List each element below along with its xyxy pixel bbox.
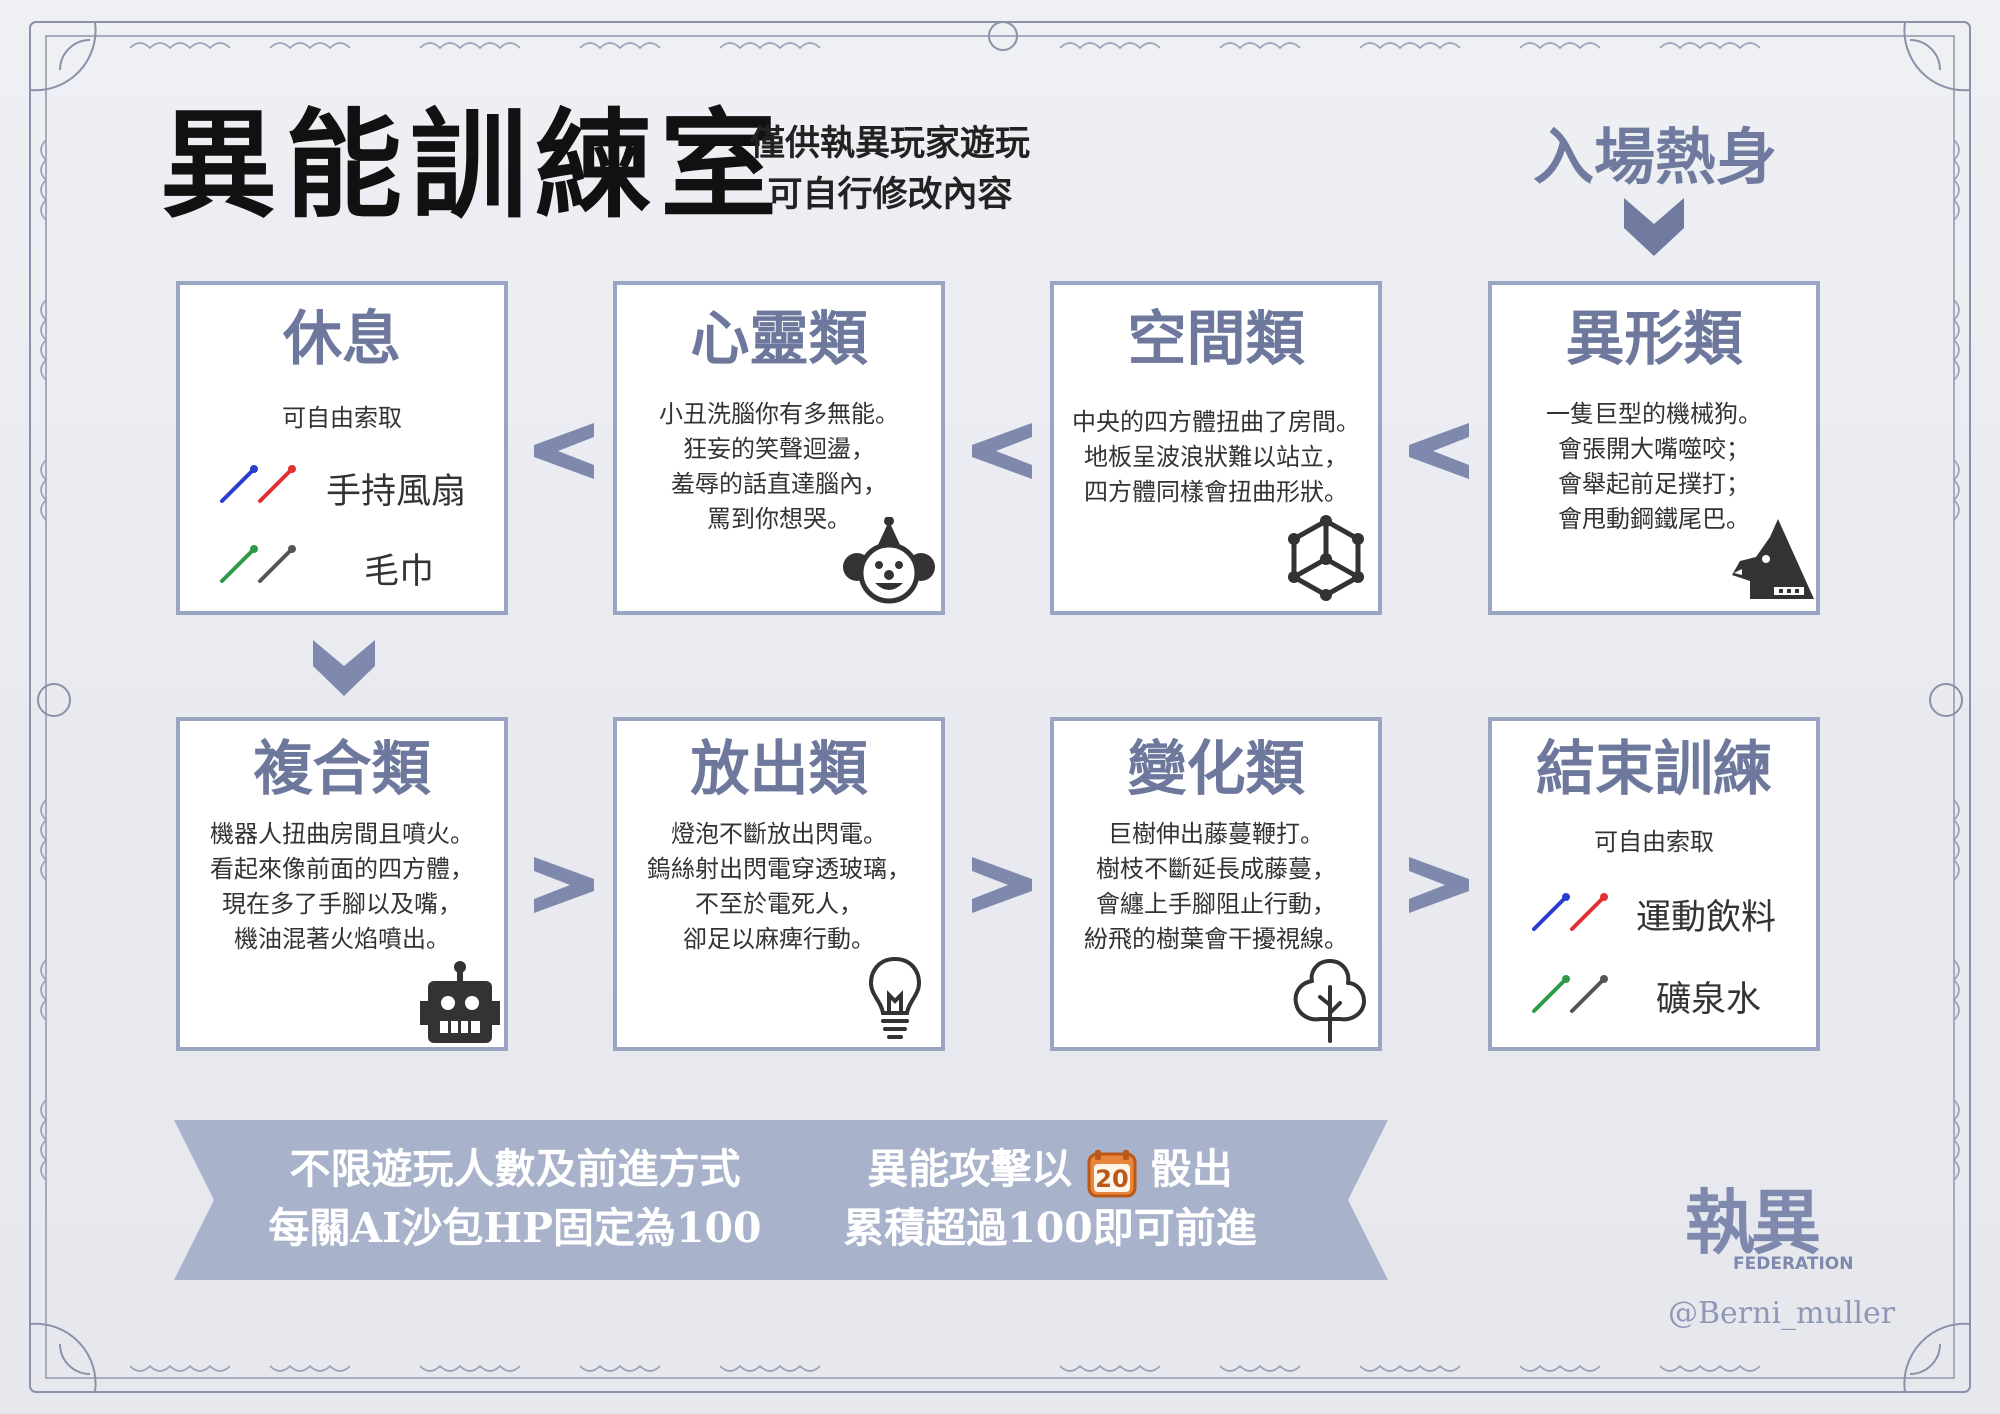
stage-description: 中央的四方體扭曲了房間。 地板呈波浪狀難以站立， 四方體同樣會扭曲形狀。: [1054, 405, 1378, 510]
stage-title: 變化類: [1127, 734, 1305, 803]
desc-line: 一隻巨型的機械狗。: [1546, 400, 1762, 428]
desc-line: 燈泡不斷放出閃電。: [671, 820, 887, 848]
chevron-left-icon: [972, 423, 1032, 479]
item-sports-drink: 運動飲料: [1636, 898, 1777, 938]
federation-logo: 執異 FEDERATION: [1685, 1188, 1853, 1274]
stage-description: 巨樹伸出藤蔓鞭打。 樹枝不斷延長成藤蔓， 會纏上手腳阻止行動， 紛飛的樹葉會干擾…: [1054, 817, 1378, 957]
desc-line: 鎢絲射出閃電穿透玻璃，: [647, 855, 911, 883]
sports-drink-sticks-icon: [1532, 893, 1608, 931]
clown-icon: [843, 517, 935, 604]
stage-description: 機器人扭曲房間且噴火。 看起來像前面的四方體， 現在多了手腳以及嘴， 機油混著火…: [180, 817, 504, 957]
lightbulb-icon: [868, 956, 922, 1039]
stage-box-end: 結束訓練 可自由索取 運動飲料 礦泉水: [1488, 717, 1820, 1051]
desc-line: 看起來像前面的四方體，: [210, 855, 474, 883]
fan-sticks-icon: [220, 465, 296, 503]
chevron-right-icon: [972, 857, 1032, 913]
desc-line: 樹枝不斷延長成藤蔓，: [1096, 855, 1336, 883]
desc-line: 巨樹伸出藤蔓鞭打。: [1108, 820, 1324, 848]
item-towel: 毛巾: [364, 552, 435, 592]
stage-title: 結束訓練: [1535, 734, 1772, 803]
desc-line: 會纏上手腳阻止行動，: [1096, 890, 1336, 918]
desc-line: 會舉起前足撲打；: [1558, 470, 1750, 498]
stage-title: 放出類: [690, 734, 868, 803]
desc-line: 卻足以麻痺行動。: [683, 925, 875, 953]
desc-line: 地板呈波浪狀難以站立，: [1084, 443, 1348, 471]
stage-title: 複合類: [253, 734, 431, 803]
stage-description: 燈泡不斷放出閃電。 鎢絲射出閃電穿透玻璃， 不至於電死人， 卻足以麻痺行動。: [617, 817, 941, 957]
stage-description: 小丑洗腦你有多無能。 狂妄的笑聲迴盪， 羞辱的話直達腦內， 罵到你想哭。: [617, 397, 941, 537]
subtitle: 僅供執異玩家遊玩 可自行修改內容: [740, 118, 1040, 220]
desc-line: 中央的四方體扭曲了房間。: [1072, 408, 1360, 436]
stage-title: 休息: [282, 304, 401, 373]
robot-dog-icon: [1732, 519, 1814, 599]
stage-title: 心靈類: [690, 304, 868, 373]
item-mineral-water: 礦泉水: [1656, 980, 1762, 1020]
subtitle-line-2: 可自行修改內容: [767, 174, 1013, 215]
desc-line: 狂妄的笑聲迴盪，: [683, 435, 875, 463]
towel-sticks-icon: [220, 545, 296, 583]
desc-line: 機油混著火焰噴出。: [234, 925, 450, 953]
chevron-right-icon: [534, 857, 594, 913]
rules-line: 累積超過100即可前進: [843, 1204, 1257, 1252]
d20-die-icon: 20: [1087, 1149, 1136, 1197]
chevron-left-icon: [1409, 423, 1469, 479]
author-handle: @Berni_muller: [1668, 1296, 1896, 1331]
chevron-down-icon: [1624, 198, 1684, 256]
subtitle-line-1: 僅供執異玩家遊玩: [749, 123, 1030, 164]
page-title: 異能訓練室: [160, 96, 786, 234]
warmup-label: 入場熱身: [1532, 122, 1777, 193]
stage-box-composite: 複合類 機器人扭曲房間且噴火。 看起來像前面的四方體， 現在多了手腳以及嘴， 機…: [176, 717, 508, 1051]
desc-line: 不至於電死人，: [695, 890, 863, 918]
stage-note: 可自由索取: [1594, 828, 1714, 856]
desc-line: 會張開大嘴噬咬；: [1558, 435, 1750, 463]
stage-description: 一隻巨型的機械狗。 會張開大嘴噬咬； 會舉起前足撲打； 會甩動鋼鐵尾巴。: [1492, 397, 1816, 537]
die-value: 20: [1095, 1165, 1128, 1193]
rules-text: 骰出: [1150, 1145, 1233, 1193]
stage-title: 空間類: [1127, 304, 1305, 373]
cube-icon: [1288, 515, 1364, 601]
stage-box-alien: 異形類 一隻巨型的機械狗。 會張開大嘴噬咬； 會舉起前足撲打； 會甩動鋼鐵尾巴。: [1488, 281, 1820, 615]
water-sticks-icon: [1532, 975, 1608, 1013]
chevron-left-icon: [534, 423, 594, 479]
item-fan: 手持風扇: [326, 472, 467, 512]
logo-mark: 執異: [1685, 1182, 1821, 1264]
logo-wordmark: FEDERATION: [1733, 1254, 1854, 1274]
desc-line: 羞辱的話直達腦內，: [671, 470, 887, 498]
tree-icon: [1293, 959, 1366, 1043]
desc-line: 現在多了手腳以及嘴，: [222, 890, 462, 918]
rules-line: 異能攻擊以 20 骰出: [830, 1140, 1270, 1199]
stage-box-mind: 心靈類 小丑洗腦你有多無能。 狂妄的笑聲迴盪， 羞辱的話直達腦內， 罵到你想哭。: [613, 281, 945, 615]
stage-box-transform: 變化類 巨樹伸出藤蔓鞭打。 樹枝不斷延長成藤蔓， 會纏上手腳阻止行動， 紛飛的樹…: [1050, 717, 1382, 1051]
stage-box-rest: 休息 可自由索取 手持風扇 毛巾: [176, 281, 508, 615]
desc-line: 小丑洗腦你有多無能。: [659, 400, 899, 428]
desc-line: 紛飛的樹葉會干擾視線。: [1084, 925, 1348, 953]
desc-line: 會甩動鋼鐵尾巴。: [1558, 505, 1750, 533]
rules-line: 不限遊玩人數及前進方式: [289, 1145, 741, 1193]
rules-banner: [174, 1120, 1388, 1280]
stage-note: 可自由索取: [282, 404, 402, 432]
rules-text: 異能攻擊以: [867, 1145, 1073, 1193]
robot-icon: [420, 961, 500, 1043]
chevron-right-icon: [1409, 857, 1469, 913]
stage-title: 異形類: [1565, 304, 1743, 373]
stage-box-emission: 放出類 燈泡不斷放出閃電。 鎢絲射出閃電穿透玻璃， 不至於電死人， 卻足以麻痺行…: [613, 717, 945, 1051]
desc-line: 四方體同樣會扭曲形狀。: [1084, 478, 1348, 506]
rules-line: 每關AI沙包HP固定為100: [268, 1204, 762, 1252]
rules-left: 不限遊玩人數及前進方式 每關AI沙包HP固定為100: [250, 1140, 780, 1258]
desc-line: 罵到你想哭。: [707, 505, 851, 533]
rules-right: 異能攻擊以 20 骰出 累積超過100即可前進: [830, 1140, 1270, 1258]
chevron-down-icon: [313, 640, 375, 696]
desc-line: 機器人扭曲房間且噴火。: [210, 820, 474, 848]
stage-box-space: 空間類 中央的四方體扭曲了房間。 地板呈波浪狀難以站立， 四方體同樣會扭曲形狀。: [1050, 281, 1382, 615]
